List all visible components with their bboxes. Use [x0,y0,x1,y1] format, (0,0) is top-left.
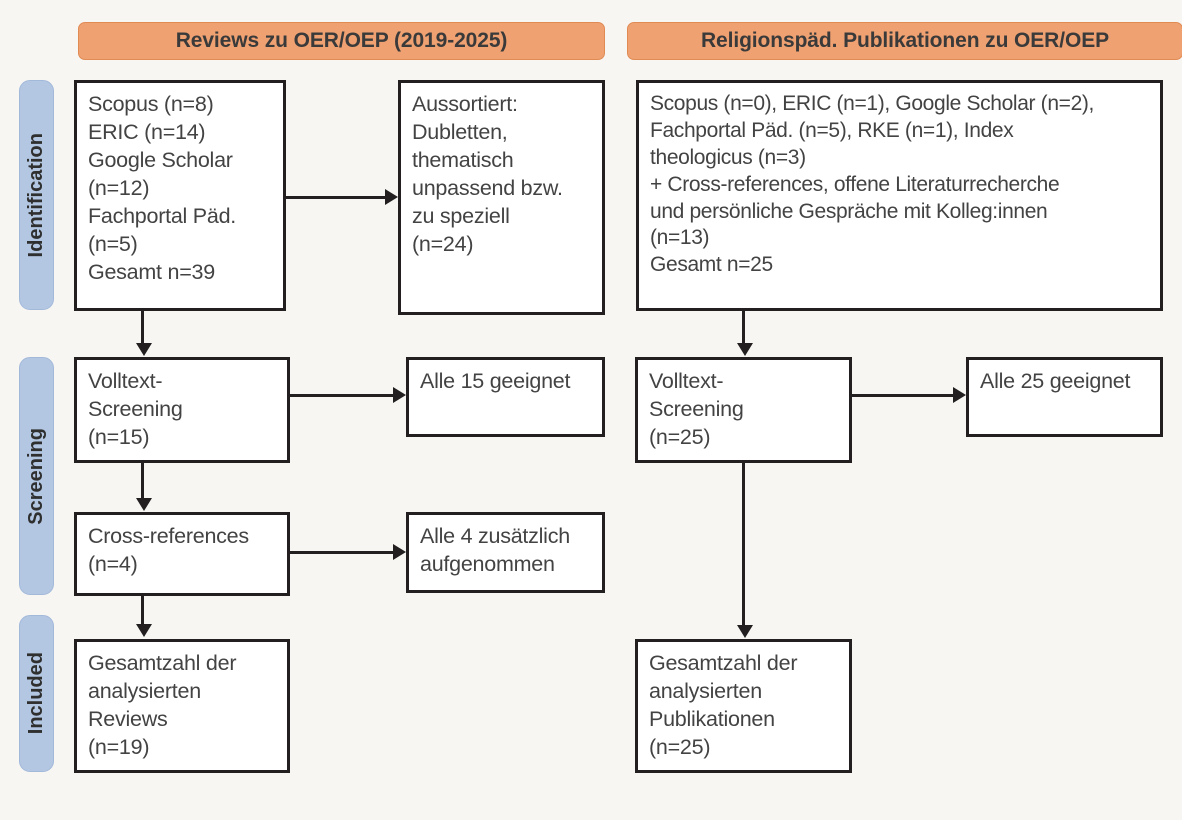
box-left-included-total: Gesamtzahl der analysierten Reviews (n=1… [74,639,290,773]
connector-left-sources-to-screening [141,311,144,344]
box-left-cross-references: Cross-references (n=4) [74,512,290,596]
box-left-fulltext-screening: Volltext- Screening (n=15) [74,357,290,463]
arrowhead-left-screening-to-result [393,387,406,403]
box-left-fulltext-result: Alle 15 geeignet [406,357,605,437]
box-left-excluded: Aussortiert: Dubletten, thematisch unpas… [398,80,605,315]
box-left-cross-references-result: Alle 4 zusätzlich aufgenommen [406,512,605,593]
connector-left-sources-to-excluded [286,196,386,199]
arrowhead-left-sources-to-screening [136,343,152,356]
box-right-included-total: Gesamtzahl der analysierten Publikatione… [635,639,852,773]
stage-label-included: Included [19,615,54,772]
box-right-fulltext-result: Alle 25 geeignet [966,357,1163,437]
arrowhead-right-screening-to-result [953,387,966,403]
connector-left-screening-to-result [290,394,394,397]
connector-left-crossrefs-to-result [290,551,394,554]
connector-left-crossrefs-to-included [141,596,144,625]
box-right-identification-sources: Scopus (n=0), ERIC (n=1), Google Scholar… [636,80,1163,311]
stage-label-screening-text: Screening [25,427,47,525]
stage-label-identification: Identification [19,80,54,310]
arrowhead-right-sources-to-screening [737,343,753,356]
connector-left-screening-to-crossrefs [141,463,144,499]
connector-right-screening-to-result [852,394,954,397]
arrowhead-left-sources-to-excluded [385,189,398,205]
column-header-right: Religionspäd. Publikationen zu OER/OEP [627,22,1182,60]
connector-right-sources-to-screening [742,311,745,344]
connector-right-screening-to-included [742,463,745,626]
arrowhead-left-crossrefs-to-result [393,544,406,560]
arrowhead-left-screening-to-crossrefs [136,498,152,511]
stage-label-included-text: Included [25,652,47,735]
box-left-identification-sources: Scopus (n=8) ERIC (n=14) Google Scholar … [74,80,286,311]
stage-label-screening: Screening [19,357,54,595]
stage-label-identification-text: Identification [25,132,47,258]
column-header-left: Reviews zu OER/OEP (2019-2025) [78,22,605,60]
arrowhead-right-screening-to-included [737,625,753,638]
box-right-fulltext-screening: Volltext- Screening (n=25) [635,357,852,463]
arrowhead-left-crossrefs-to-included [136,624,152,637]
